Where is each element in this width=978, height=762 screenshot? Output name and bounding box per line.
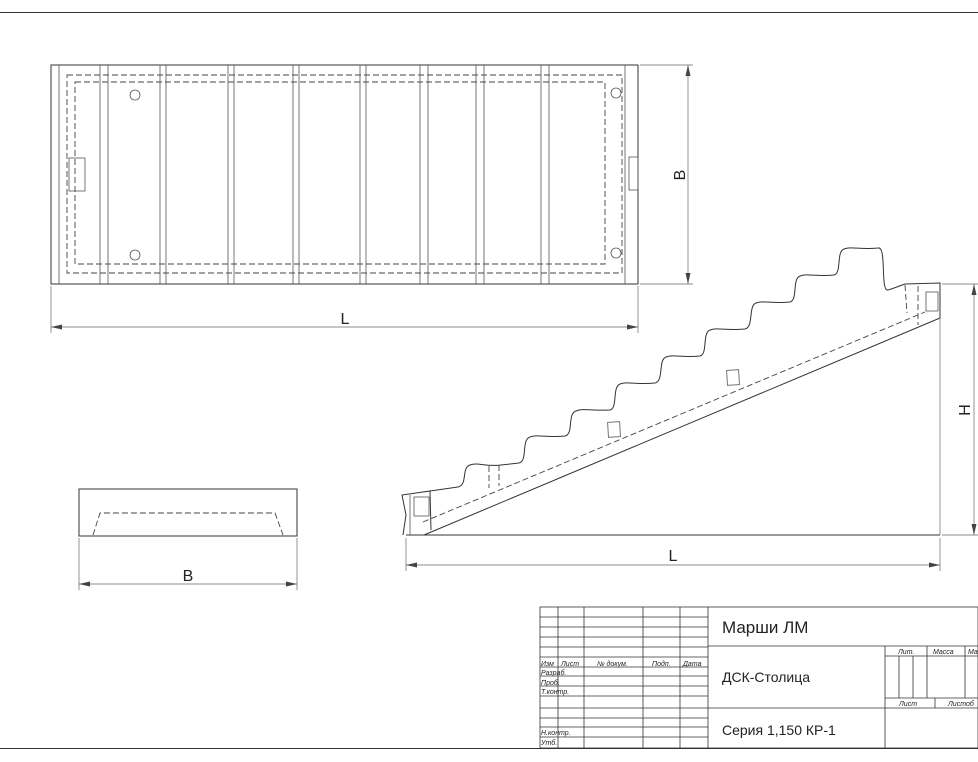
plan-length-label: L [341, 311, 350, 328]
col-header-sign: Подп. [652, 660, 671, 668]
plan-width-label: B [672, 170, 689, 181]
sheet-label: Лист [898, 701, 917, 708]
cross-section-view [78, 488, 298, 590]
side-height-label: H [957, 404, 974, 416]
row-label-nkontr: Н.контр. [541, 730, 571, 737]
lit-label: Лит. [897, 649, 914, 656]
lifting-hole [129, 249, 141, 261]
sheets-label: Листоб [947, 700, 975, 708]
col-header-date: Дата [682, 661, 702, 668]
sheet-frame [0, 12, 978, 749]
side-embedded-plate [925, 291, 939, 312]
organization-name: ДСК-Столица [722, 669, 810, 685]
drawing-title: Марши ЛМ [722, 618, 808, 637]
row-label-razrab: Разраб. [541, 669, 566, 677]
section-width-label: B [183, 568, 194, 585]
lifting-hole [610, 247, 622, 259]
side-length-label: L [669, 548, 678, 565]
side-view [401, 247, 941, 536]
embedded-plate [628, 156, 639, 191]
col-header-doc: № докум. [597, 660, 628, 668]
plan-tread-lines [99, 65, 550, 284]
row-label-prob: Проб. [541, 679, 560, 687]
side-length-dimension [405, 538, 941, 571]
lifting-hole [129, 89, 141, 101]
plan-length-dimension [50, 286, 639, 333]
title-block [539, 606, 978, 749]
row-label-tkontr: Т.контр. [541, 689, 569, 696]
col-header-izm: Изм [541, 661, 554, 668]
side-height-dimension [939, 283, 978, 536]
side-embedded-plate [413, 496, 430, 517]
embedded-plate [68, 157, 86, 192]
col-header-list: Лист [560, 661, 579, 668]
side-embedded-plate [607, 421, 621, 438]
series-name: Серия 1,150 КР-1 [722, 722, 836, 738]
plan-width-dimension [640, 64, 693, 285]
plan-view [50, 64, 639, 285]
side-embedded-plate [726, 369, 740, 386]
row-label-utb: Утб. [540, 739, 557, 747]
scale-label: Ма [968, 649, 978, 656]
lifting-hole [610, 87, 622, 99]
mass-label: Масса [933, 649, 954, 656]
